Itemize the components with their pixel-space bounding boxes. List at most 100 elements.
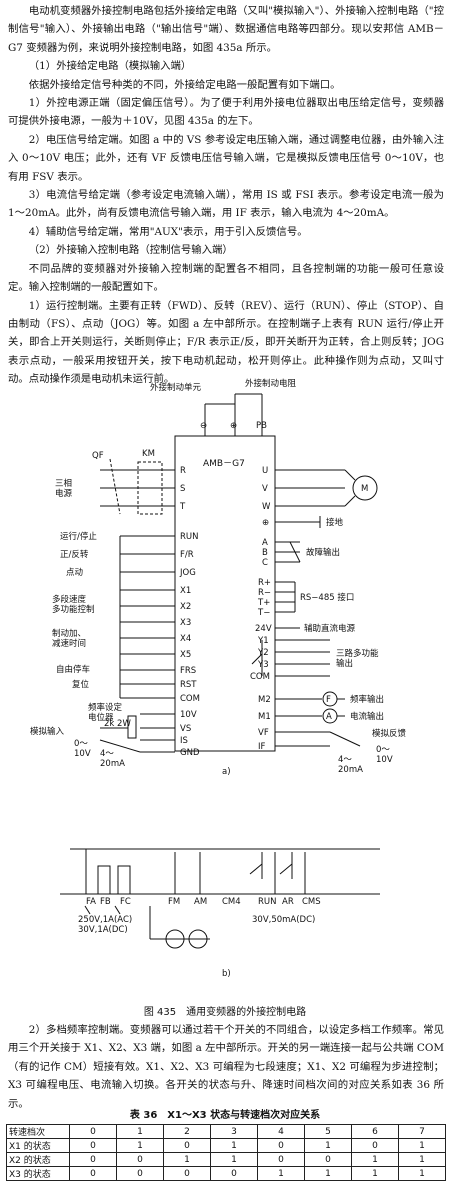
terminal-label: X3: [180, 618, 191, 628]
terminal-label: FC: [120, 897, 131, 907]
aux-power-label: 辅助直流电源: [304, 623, 356, 634]
table-cell: 1: [304, 1138, 352, 1153]
table-cell: X1 的状态: [6, 1138, 70, 1153]
brake-resistor-label: 外接制动电阻: [245, 378, 297, 389]
b-rating-left: 250V,1A(AC)30V,1A(DC): [78, 915, 132, 935]
meter-a-label: A: [326, 712, 332, 722]
table-cell: 3: [210, 1124, 258, 1139]
table-cell: 0: [163, 1166, 211, 1181]
terminal-label: COM: [250, 672, 270, 682]
paragraph: 2）多档频率控制端。变频器可以通过若干个开关的不同组合，以设定多档工作频率。常见…: [8, 1024, 444, 1110]
terminal-label: S: [180, 484, 185, 494]
terminal-label: IF: [258, 742, 266, 752]
subfigure-a-label: a): [222, 767, 231, 777]
table-cell: 1: [210, 1152, 258, 1167]
terminal-label: 24V: [255, 624, 272, 634]
meter-f-label: F: [326, 695, 331, 705]
terminal-label: M2: [258, 695, 271, 705]
table-cell: 5: [304, 1124, 352, 1139]
paragraph: 依据外接给定信号种类的不同，外接给定电路一般配置有如下端口。: [28, 78, 341, 91]
ground-label: 接地: [326, 517, 344, 528]
table-cell: X3 的状态: [6, 1166, 70, 1181]
table-cell: 1: [257, 1166, 305, 1181]
terminal-label: V: [262, 484, 268, 494]
terminal-label: U: [262, 466, 268, 476]
freq-pot-label: 频率设定电位器: [88, 702, 123, 723]
paragraph: 不同品牌的变频器对外接输入控制端的配置各不相同，且各控制端的功能一般可任意设定。…: [8, 262, 444, 294]
table-header-row: 转速档次 0 1 2 3 4 5 6 7: [6, 1124, 446, 1139]
reset-label: 复位: [72, 679, 90, 690]
table-cell: 6: [351, 1124, 399, 1139]
table-cell: 1: [398, 1152, 446, 1167]
terminal-label: JOG: [179, 568, 196, 578]
terminal-dc-plus: ⊕: [230, 421, 237, 431]
inverter-model: AMB－G7: [203, 459, 245, 469]
table-cell: 1: [116, 1124, 164, 1139]
paragraph: 3）电流信号给定端（参考设定电流输入端），常用 IS 或 FSI 表示。参考设定…: [8, 189, 444, 220]
table-cell: 0: [116, 1166, 164, 1181]
terminal-label: F/R: [180, 550, 194, 560]
terminal-label: CM4: [222, 897, 241, 907]
fault-output-label: 故障输出: [306, 547, 340, 558]
table-cell: 1: [351, 1166, 399, 1181]
terminal-label: X2: [180, 602, 191, 612]
run-stop-label: 运行/停止: [60, 531, 97, 542]
terminal-label: FA: [86, 897, 96, 907]
table-cell: 1: [351, 1152, 399, 1167]
v-range-label: 0～10V: [74, 739, 91, 759]
terminal-label: A: [262, 538, 268, 548]
terminal-label: VS: [180, 724, 191, 734]
figure-caption: 图 435 通用变频器的外接控制电路: [143, 1007, 307, 1018]
terminal-label: T−: [257, 608, 270, 618]
b-rating-right: 30V,50mA(DC): [252, 915, 315, 925]
body-text-bottom: 2）多档频率控制端。变频器可以通过若干个开关的不同组合，以设定多档工作频率。常见…: [8, 1021, 444, 1113]
terminal-label: X1: [180, 586, 191, 596]
fwd-rev-label: 正/反转: [60, 549, 89, 560]
paragraph: 1）外控电源正端（固定偏压信号）。为了便于利用外接电位器取出电压给定信号，变频器…: [8, 97, 444, 128]
table-cell: 4: [257, 1124, 305, 1139]
terminal-label: FB: [100, 897, 111, 907]
terminal-label: R+: [258, 578, 271, 588]
terminal-label: ⊕: [262, 518, 269, 528]
terminal-label: Y3: [257, 660, 269, 670]
paragraph: 4）辅助信号给定端，常用"AUX"表示，用于引入反馈信号。: [28, 225, 308, 238]
free-stop-label: 自由停车: [56, 664, 90, 675]
paragraph: （1）外接给定电路（模拟输入端）: [28, 60, 192, 73]
table-cell: 2: [163, 1124, 211, 1139]
terminal-dc-minus: ⊖: [200, 421, 207, 431]
state-table: 转速档次 0 1 2 3 4 5 6 7 X1 的状态 0 1 0 1 0 1 …: [6, 1124, 446, 1181]
table-cell: 0: [304, 1152, 352, 1167]
terminal-label: FRS: [180, 666, 196, 676]
current-output-label: 电流输出: [350, 711, 384, 722]
multi-output-label: 三路多功能输出: [336, 648, 379, 669]
km-label: KM: [142, 449, 155, 459]
terminal-label: RUN: [258, 897, 277, 907]
terminal-label: C: [262, 558, 268, 568]
terminal-label: R: [180, 466, 186, 476]
pot-spec-label: 2k 2W: [104, 719, 131, 729]
paragraph: （2）外接输入控制电路（控制信号输入端）: [28, 244, 233, 257]
table-cell: 0: [69, 1138, 117, 1153]
i-range-label: 4～20mA: [100, 749, 125, 769]
motor-label: M: [361, 484, 368, 494]
table-caption: 表 36 X1～X3 状态与转速档次对应关系: [129, 1110, 321, 1121]
freq-output-label: 频率输出: [350, 694, 384, 705]
table-cell: 0: [163, 1138, 211, 1153]
paragraph: 1）运行控制端。主要有正转（FWD）、反转（REV）、运行（RUN）、停止（ST…: [8, 299, 444, 386]
jog-label: 点动: [66, 567, 84, 578]
table-cell: X2 的状态: [6, 1152, 70, 1167]
multi-speed-label: 多段速度多功能控制: [52, 594, 95, 615]
terminal-label: W: [262, 502, 271, 512]
terminal-label: X5: [180, 650, 191, 660]
table-row: X3 的状态 0 0 0 0 1 1 1 1: [6, 1166, 446, 1181]
terminal-label: RST: [180, 680, 197, 690]
analog-feedback-label: 模拟反馈: [372, 728, 407, 739]
terminal-label: VF: [258, 728, 269, 738]
subfigure-b-label: b): [222, 969, 231, 979]
table-cell: 1: [163, 1152, 211, 1167]
terminal-pb: PB: [256, 421, 267, 431]
figure-435: 外接制动单元 外接制动电阻 ⊖ ⊕ PB AMB－G7 QF KM 三相电源 运…: [0, 374, 450, 994]
analog-input-label: 模拟输入: [30, 726, 65, 737]
table-cell: 1: [116, 1138, 164, 1153]
table-cell: 1: [398, 1166, 446, 1181]
